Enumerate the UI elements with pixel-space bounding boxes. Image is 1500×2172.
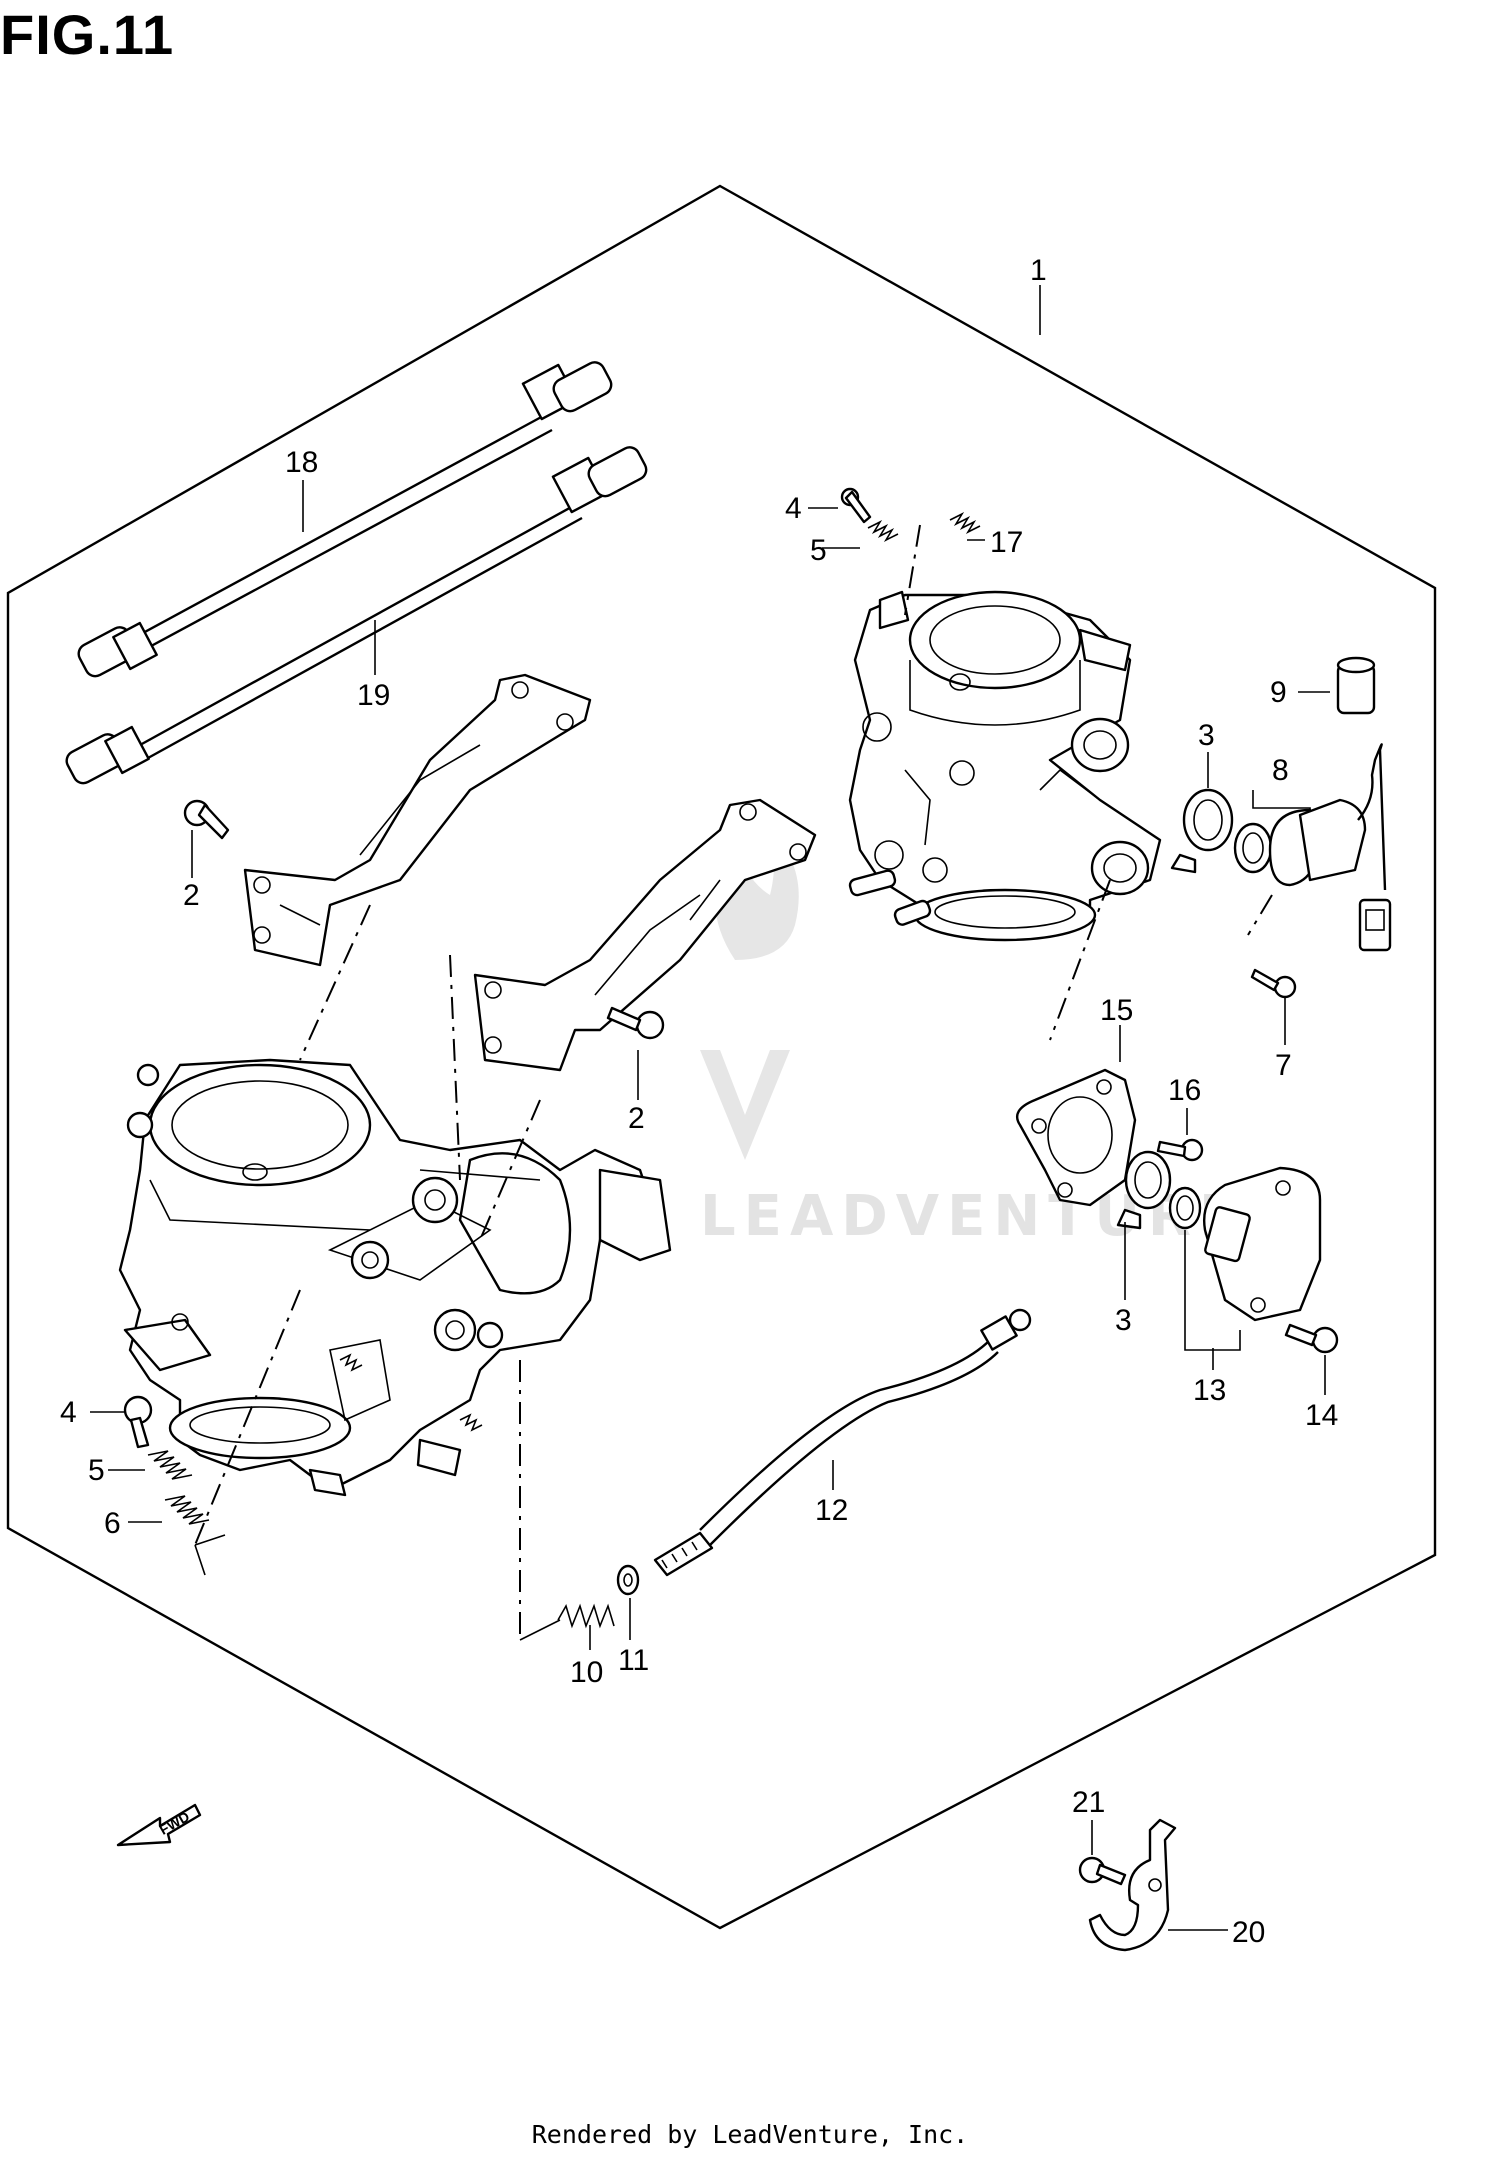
callout-13: 13	[1193, 1374, 1226, 1407]
callout-15: 15	[1100, 994, 1133, 1027]
link-rod-18	[77, 361, 613, 678]
callout-19: 19	[357, 679, 390, 712]
throttle-body-left	[118, 1058, 672, 1497]
bracket-upper	[243, 673, 592, 967]
spring-6	[164, 1495, 210, 1525]
callout-7: 7	[1275, 1049, 1292, 1082]
sensor-13	[1203, 1166, 1322, 1322]
washer-11	[616, 1564, 640, 1596]
o-ring-13	[1168, 1186, 1202, 1230]
bolt-14	[1284, 1323, 1339, 1354]
callout-labels: 1 18 19 2 2 4 5 17 9 3 8 7 15 16 3 13 14…	[60, 254, 1338, 1949]
callout-6: 6	[104, 1507, 121, 1540]
callout-17: 17	[990, 526, 1023, 559]
screw-7	[1250, 968, 1297, 999]
callout-18: 18	[285, 446, 318, 479]
screw-16	[1156, 1138, 1204, 1162]
spring-5-upper	[867, 520, 899, 542]
callout-9: 9	[1270, 676, 1287, 709]
callout-12: 12	[815, 1494, 848, 1527]
leadventure-watermark: LEADVENTURE	[700, 825, 1237, 1249]
callout-5-lower: 5	[88, 1454, 105, 1487]
screw-4-lower	[123, 1395, 153, 1449]
throttle-position-sensor	[1268, 743, 1392, 952]
callout-3-upper: 3	[1198, 719, 1215, 752]
callout-20: 20	[1232, 1916, 1265, 1949]
callout-2-lower: 2	[628, 1102, 645, 1135]
o-ring-8	[1233, 822, 1273, 874]
clamp-3-lower	[1116, 1150, 1172, 1230]
callout-21: 21	[1072, 1786, 1105, 1819]
bolt-2-upper	[183, 799, 230, 840]
clamp-3-upper	[1170, 788, 1234, 874]
assembly-frame	[6, 184, 1437, 1930]
bracket-lower	[473, 798, 817, 1072]
bolt-2-lower	[606, 1006, 665, 1040]
callout-2-upper: 2	[183, 879, 200, 912]
link-rod-19	[65, 446, 648, 785]
callout-4-upper: 4	[785, 492, 802, 525]
throttle-cable-12	[653, 1308, 1032, 1577]
footer-credit: Rendered by LeadVenture, Inc.	[531, 2120, 969, 2149]
screw-21	[1078, 1856, 1127, 1886]
callout-1: 1	[1030, 254, 1047, 287]
cap-9	[1336, 656, 1376, 715]
spring-10	[557, 1603, 615, 1629]
spring-5-lower	[147, 1450, 193, 1480]
callout-3-lower: 3	[1115, 1304, 1132, 1337]
mounting-plate-15	[1015, 1068, 1137, 1207]
callout-11: 11	[618, 1644, 649, 1677]
throttle-body-right	[848, 590, 1162, 942]
fwd-arrow-icon: FWD	[116, 1803, 202, 1847]
callout-5-upper: 5	[810, 534, 827, 567]
screw-4-upper	[840, 487, 872, 524]
spring-17	[949, 512, 981, 534]
clamp-20	[1088, 1818, 1177, 1952]
callout-16: 16	[1168, 1074, 1201, 1107]
callout-8: 8	[1272, 754, 1289, 787]
callout-14: 14	[1305, 1399, 1338, 1432]
callout-4-lower: 4	[60, 1396, 77, 1429]
callout-10: 10	[570, 1656, 603, 1689]
figure-title: FIG.11	[0, 3, 175, 66]
